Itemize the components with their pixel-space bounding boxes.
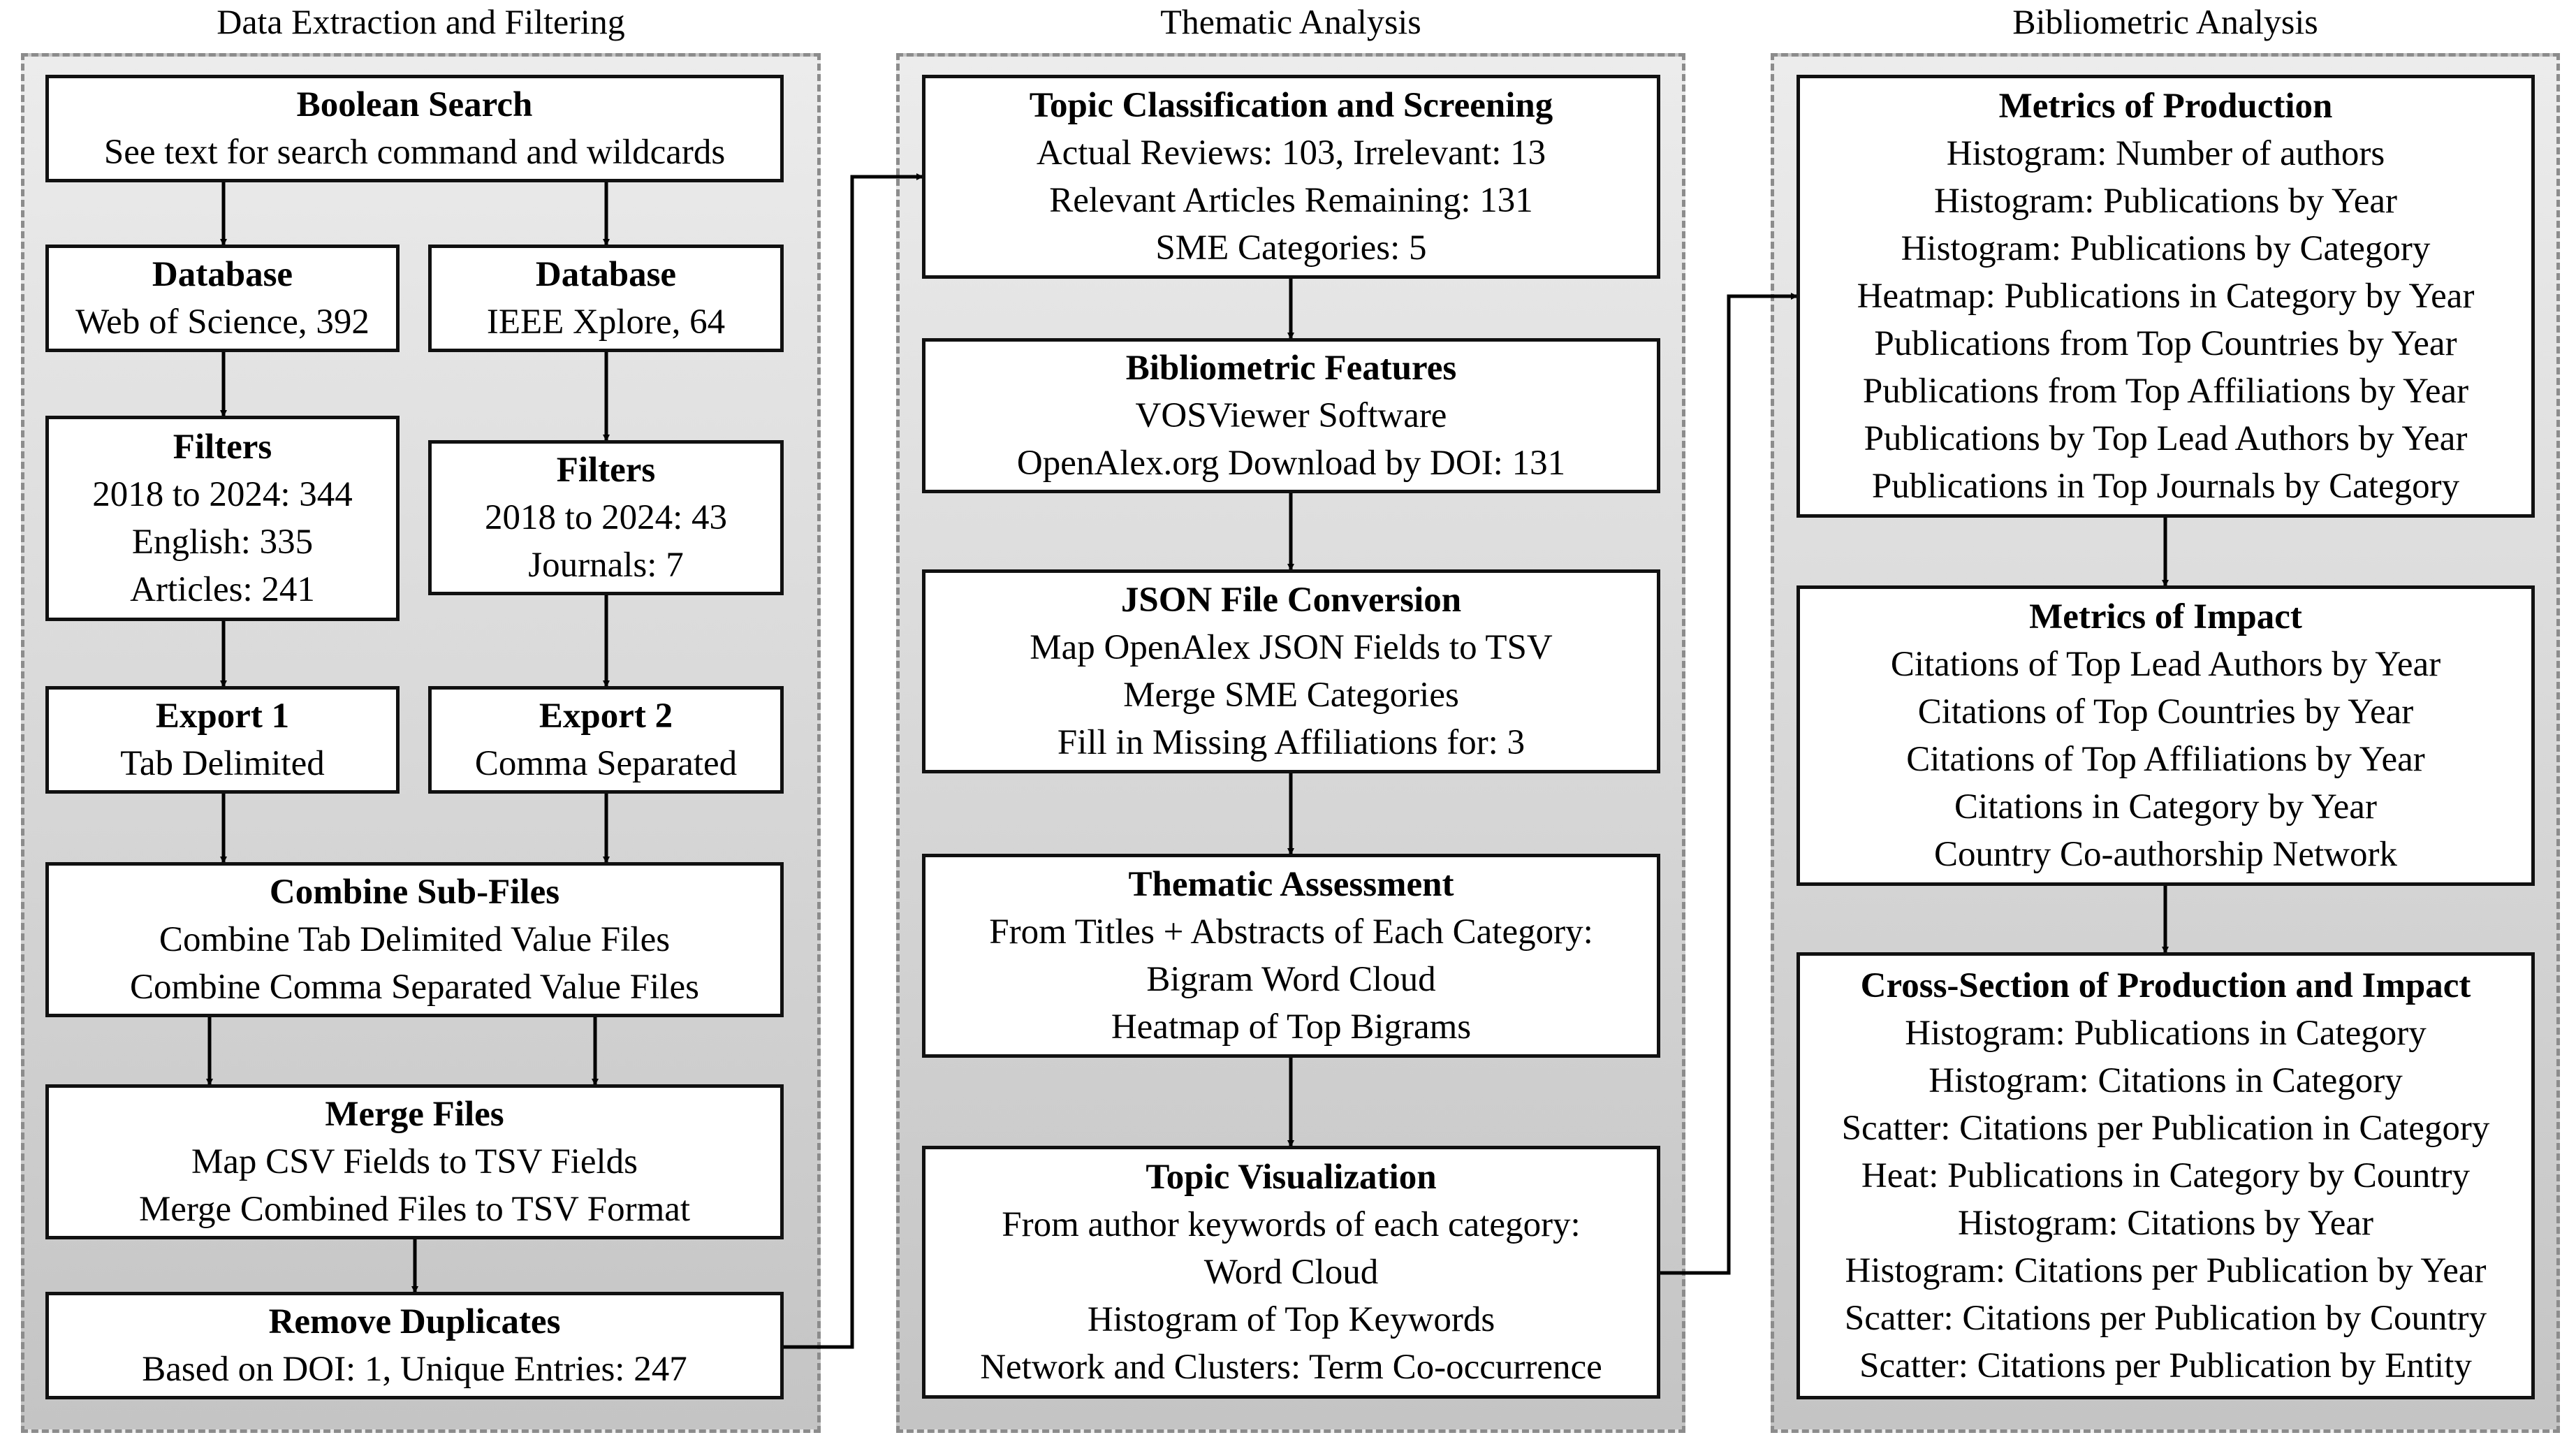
node-title: Bibliometric Features [1125, 349, 1457, 388]
node-line: Histogram: Publications by Category [1901, 229, 2431, 268]
node-line: Histogram: Citations per Publication by … [1845, 1251, 2487, 1290]
node-line: 2018 to 2024: 43 [484, 498, 728, 537]
node-line: Histogram of Top Keywords [1087, 1300, 1495, 1339]
export-2-box: Export 2 Comma Separated [428, 686, 784, 794]
node-title: Combine Sub-Files [269, 873, 560, 912]
node-line: SME Categories: 5 [1155, 228, 1427, 268]
node-line: Publications from Top Affiliations by Ye… [1862, 372, 2469, 411]
node-title: Merge Files [325, 1095, 504, 1134]
connector-arrow [1660, 293, 1798, 1275]
node-line: Scatter: Citations per Publication by En… [1859, 1346, 2472, 1385]
column-title-thematic: Thematic Analysis [1160, 2, 1421, 41]
node-line: Fill in Missing Affiliations for: 3 [1057, 723, 1525, 762]
node-line: Based on DOI: 1, Unique Entries: 247 [142, 1350, 687, 1389]
node-line: Articles: 241 [130, 570, 315, 609]
node-title: Metrics of Impact [2029, 597, 2302, 636]
node-line: Heatmap: Publications in Category by Yea… [1857, 277, 2475, 316]
node-line: Country Co-authorship Network [1934, 835, 2397, 874]
node-line: Publications in Top Journals by Category [1871, 467, 2460, 506]
node-title: Database [535, 255, 677, 294]
node-line: Merge SME Categories [1123, 676, 1459, 715]
node-title: Boolean Search [296, 85, 533, 124]
node-title: Cross-Section of Production and Impact [1860, 966, 2471, 1005]
node-line: Citations of Top Lead Authors by Year [1890, 645, 2441, 684]
node-line: Scatter: Citations per Publication by Co… [1844, 1299, 2487, 1338]
node-line: Publications from Top Countries by Year [1874, 324, 2457, 363]
node-line: See text for search command and wildcard… [103, 133, 726, 172]
node-line: 2018 to 2024: 344 [92, 475, 353, 514]
node-line: Bigram Word Cloud [1146, 960, 1436, 999]
node-title: Topic Visualization [1146, 1158, 1437, 1197]
node-line: Scatter: Citations per Publication in Ca… [1841, 1109, 2490, 1148]
node-line: Heatmap of Top Bigrams [1111, 1007, 1472, 1047]
node-line: English: 335 [131, 523, 314, 562]
node-line: Merge Combined Files to TSV Format [138, 1190, 691, 1229]
node-line: Histogram: Citations in Category [1929, 1061, 2403, 1100]
node-line: From Titles + Abstracts of Each Category… [989, 912, 1593, 952]
node-line: Publications by Top Lead Authors by Year [1864, 419, 2468, 458]
node-title: Filters [556, 451, 656, 490]
node-title: Database [152, 255, 293, 294]
node-title: Filters [173, 428, 272, 467]
node-line: From author keywords of each category: [1002, 1205, 1581, 1244]
node-line: Combine Comma Separated Value Files [130, 968, 699, 1007]
node-line: Citations of Top Affiliations by Year [1906, 740, 2425, 779]
node-line: Tab Delimited [120, 744, 325, 783]
node-title: Thematic Assessment [1128, 865, 1454, 904]
node-line: Combine Tab Delimited Value Files [159, 920, 671, 959]
node-line: Web of Science, 392 [75, 303, 369, 342]
column-title-bibliometric: Bibliometric Analysis [2012, 2, 2318, 41]
node-line: Heat: Publications in Category by Countr… [1861, 1156, 2471, 1195]
node-line: Network and Clusters: Term Co-occurrence [980, 1348, 1602, 1387]
node-title: Topic Classification and Screening [1029, 86, 1553, 125]
node-line: Relevant Articles Remaining: 131 [1049, 181, 1533, 220]
node-title: JSON File Conversion [1120, 581, 1462, 620]
node-line: Citations in Category by Year [1954, 787, 2377, 826]
node-line: Histogram: Number of authors [1946, 134, 2385, 173]
node-line: Word Cloud [1203, 1253, 1379, 1292]
export-1-box: Export 1 Tab Delimited [45, 686, 400, 794]
node-line: IEEE Xplore, 64 [486, 303, 726, 342]
node-line: Comma Separated [474, 744, 738, 783]
column-title-extraction: Data Extraction and Filtering [217, 2, 625, 41]
node-title: Remove Duplicates [268, 1302, 561, 1341]
connector-arrow [784, 173, 923, 1349]
node-line: Map OpenAlex JSON Fields to TSV [1030, 628, 1553, 667]
node-line: Actual Reviews: 103, Irrelevant: 13 [1036, 133, 1546, 173]
node-title: Metrics of Production [1998, 87, 2333, 126]
node-line: Histogram: Citations by Year [1958, 1204, 2373, 1243]
node-title: Export 2 [539, 697, 673, 736]
node-line: OpenAlex.org Download by DOI: 131 [1016, 444, 1566, 483]
node-line: Citations of Top Countries by Year [1917, 692, 2414, 731]
node-title: Export 1 [155, 697, 290, 736]
node-line: Histogram: Publications by Year [1934, 182, 2397, 221]
node-line: Journals: 7 [528, 546, 684, 585]
node-line: Map CSV Fields to TSV Fields [191, 1142, 638, 1181]
node-line: VOSViewer Software [1135, 396, 1447, 435]
node-line: Histogram: Publications in Category [1905, 1014, 2427, 1053]
filters-ieee-box: Filters 2018 to 2024: 43 Journals: 7 [428, 440, 784, 595]
